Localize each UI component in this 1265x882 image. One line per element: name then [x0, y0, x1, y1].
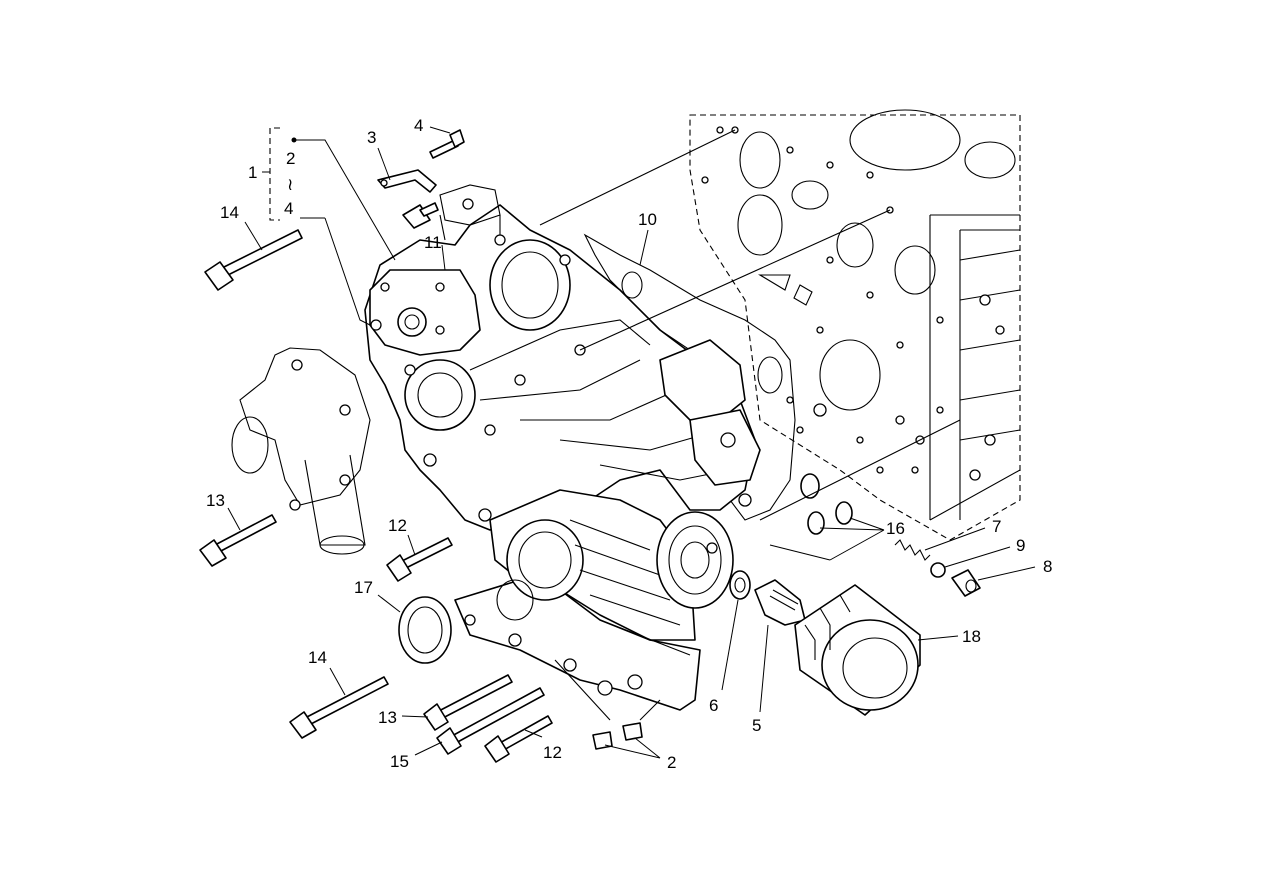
callout-8: 8	[1043, 557, 1052, 576]
callout-11: 11	[424, 233, 442, 252]
engine-block	[689, 109, 1021, 541]
relief-ball-9	[930, 562, 946, 578]
callout-3: 3	[367, 128, 376, 147]
bolt-12-lower	[484, 715, 553, 763]
callout-group-2: 2	[286, 149, 295, 168]
bracket-3	[377, 169, 437, 193]
oil-pan	[454, 489, 701, 711]
callout-5: 5	[752, 716, 761, 735]
bolt-15	[436, 687, 545, 755]
front-seal	[398, 596, 452, 664]
callout-17: 17	[354, 578, 373, 597]
callout-13-lower: 13	[378, 708, 397, 727]
callout-range-symbol: ≀	[287, 175, 293, 194]
leader-lines	[227, 126, 1036, 759]
threaded-nipple-5	[754, 579, 806, 626]
callout-2: 2	[667, 753, 676, 772]
oil-filter-head	[656, 511, 734, 609]
callout-labels: 1 2 ≀ 4 3 4 10 11 14 13 12 17 14 13 15 1…	[206, 116, 1052, 772]
o-rings	[800, 473, 853, 535]
callout-9: 9	[1016, 536, 1025, 555]
relief-plug-8	[951, 569, 981, 597]
callout-10: 10	[638, 210, 657, 229]
callout-12-lower: 12	[543, 743, 562, 762]
callout-14-lower: 14	[308, 648, 327, 667]
bolt-12-upper	[386, 537, 453, 582]
callout-1: 1	[248, 163, 257, 182]
callout-6: 6	[709, 696, 718, 715]
relief-spring-7	[894, 539, 931, 561]
callout-13-upper: 13	[206, 491, 225, 510]
bolt-4-upper	[429, 129, 465, 159]
callout-7: 7	[992, 517, 1001, 536]
callout-12-upper: 12	[388, 516, 407, 535]
bolt-13-lower	[423, 674, 513, 731]
callout-15: 15	[390, 752, 409, 771]
callout-group-4: 4	[284, 199, 293, 218]
bolt-14-upper	[204, 229, 303, 291]
bolt-14-lower	[289, 676, 389, 739]
oil-filter-18	[794, 584, 921, 716]
thermostat-housing	[369, 269, 481, 356]
callout-4: 4	[414, 116, 423, 135]
callout-16: 16	[886, 519, 905, 538]
water-pump	[231, 347, 371, 555]
callout-14-upper: 14	[220, 203, 239, 222]
washer-6	[729, 570, 751, 600]
drain-plugs	[592, 722, 643, 750]
callout-18: 18	[962, 627, 981, 646]
bolt-13-upper	[199, 514, 277, 567]
bolt-4-lower	[402, 202, 439, 229]
